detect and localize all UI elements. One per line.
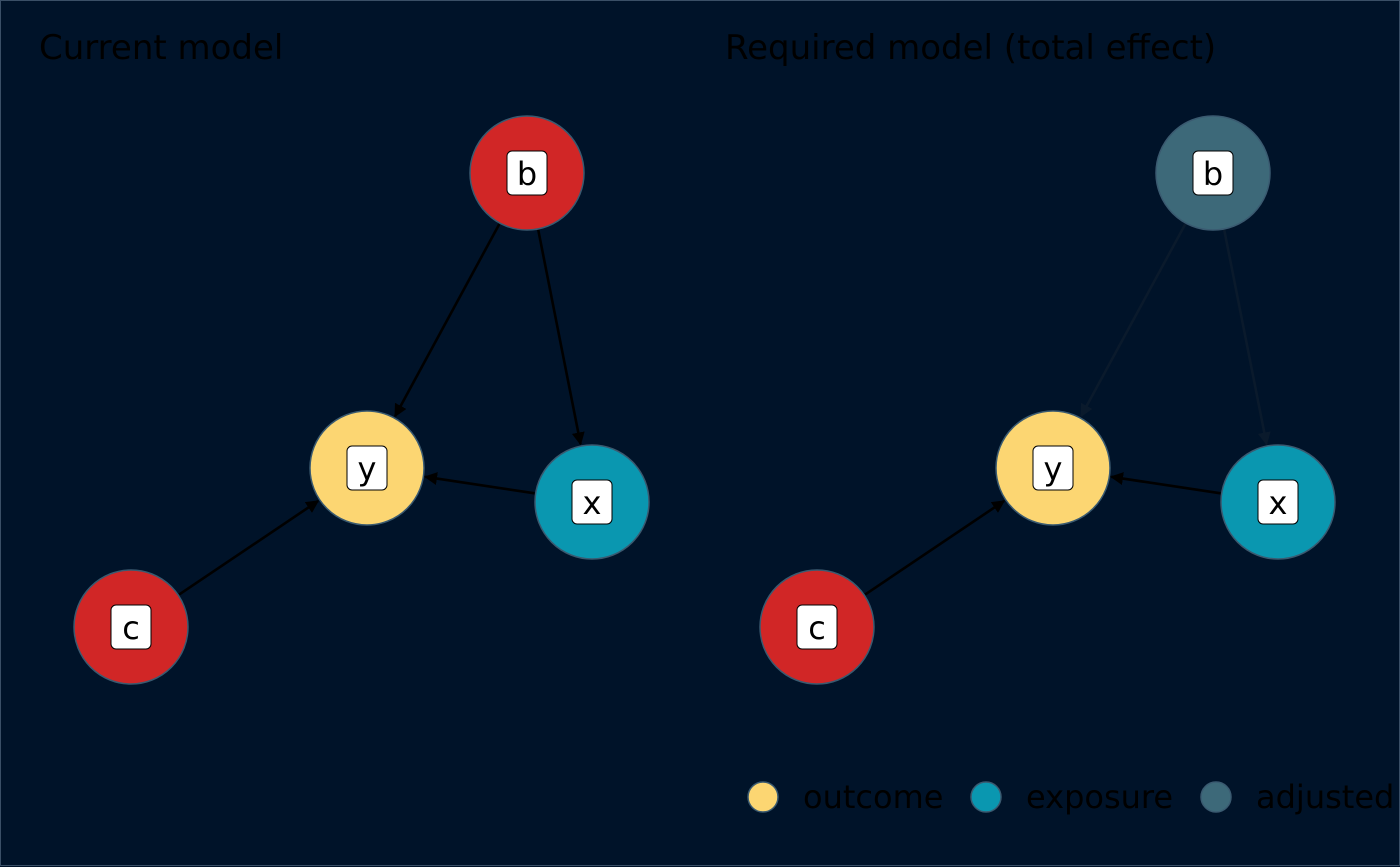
node-y: y [309, 410, 425, 526]
legend-swatch-exposure [970, 781, 1002, 813]
edge-c-to-y [864, 499, 1006, 596]
node-label-box-b [1192, 150, 1234, 196]
node-label-box-x [1257, 479, 1299, 525]
edge-x-to-y [1110, 472, 1221, 495]
panel-title-current: Current model [39, 28, 283, 68]
node-label-c: c [808, 609, 826, 647]
node-x: x [1220, 444, 1336, 560]
node-label-b: b [1203, 155, 1223, 193]
node-c: c [73, 569, 189, 685]
panel-current-model: b y x c [73, 115, 650, 685]
node-y: y [995, 410, 1111, 526]
edge-c-to-y [178, 499, 320, 596]
node-label-box-x [571, 479, 613, 525]
node-label-y: y [1044, 450, 1063, 488]
node-b: b [1155, 115, 1271, 231]
node-label-b: b [517, 155, 537, 193]
edge-x-to-y [424, 472, 535, 495]
node-label-x: x [1269, 484, 1288, 522]
legend-swatch-adjusted [1200, 781, 1232, 813]
node-label-box-c [796, 604, 838, 650]
edge-b-to-y [1079, 223, 1187, 418]
node-b: b [469, 115, 585, 231]
legend-item-exposure: exposure [970, 778, 1173, 816]
legend-label-exposure: exposure [1026, 778, 1173, 816]
edge-b-to-x [536, 229, 585, 446]
node-label-box-b [506, 150, 548, 196]
edge-b-to-y [393, 223, 501, 418]
legend-label-outcome: outcome [803, 778, 943, 816]
node-c: c [759, 569, 875, 685]
node-label-y: y [358, 450, 377, 488]
node-x: x [534, 444, 650, 560]
node-label-box-y [1032, 445, 1074, 491]
legend-item-adjusted: adjusted [1200, 778, 1394, 816]
edge-b-to-x [1222, 229, 1271, 446]
panel-required-model: b y x c [759, 115, 1336, 685]
node-label-c: c [122, 609, 140, 647]
legend-item-outcome: outcome [747, 778, 943, 816]
legend-swatch-outcome [747, 781, 779, 813]
legend-label-adjusted: adjusted [1256, 778, 1394, 816]
legend: outcome exposure adjusted [747, 778, 1394, 816]
node-label-box-c [110, 604, 152, 650]
node-label-x: x [583, 484, 602, 522]
panel-title-required: Required model (total effect) [725, 28, 1216, 68]
node-label-box-y [346, 445, 388, 491]
